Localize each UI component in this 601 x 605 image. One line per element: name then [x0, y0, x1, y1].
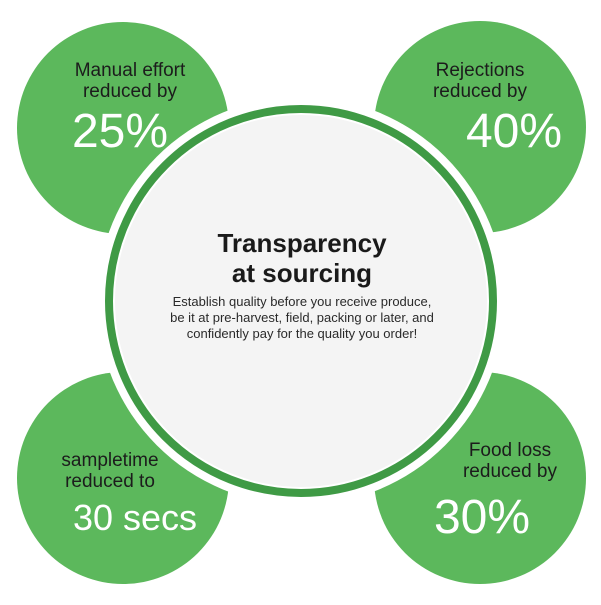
stat-label-sampletime: sampletime reduced to	[61, 450, 159, 492]
stat-value-food-loss: 30%	[433, 491, 531, 544]
stat-value-manual-effort: 25%	[71, 105, 169, 158]
center-accent-ring	[105, 105, 497, 497]
stat-label-food-loss: Food loss reduced by	[462, 440, 557, 482]
stat-label-manual-effort: Manual effort reduced by	[74, 60, 186, 102]
center-title: Transparency at sourcing	[217, 228, 387, 288]
center-disk	[115, 115, 487, 487]
stat-value-rejections: 40%	[465, 105, 563, 158]
stat-label-rejections: Rejections reduced by	[432, 60, 527, 102]
stat-value-sampletime: 30 secs	[72, 497, 198, 538]
center-description: Establish quality before you receive pro…	[170, 294, 434, 341]
